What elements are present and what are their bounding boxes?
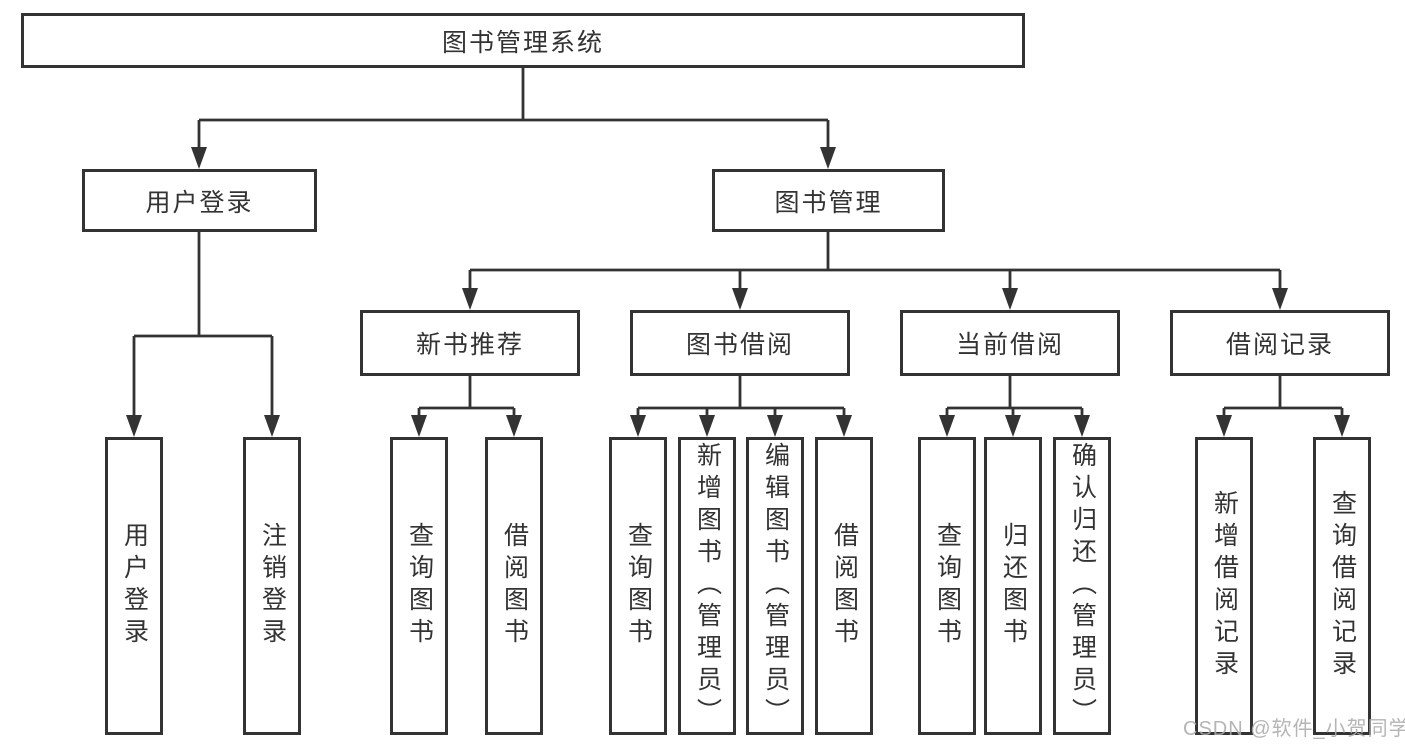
node-book-management: 图书管理 [712, 169, 945, 232]
node-leaf-confirm-return-admin: 确认归还（管理员） [1053, 437, 1111, 735]
node-leaf-edit-books-admin: 编辑图书（管理员） [746, 437, 804, 735]
node-label: 归还图书 [999, 522, 1028, 650]
node-leaf-search-books-2: 查询图书 [609, 437, 667, 735]
node-label: 编辑图书（管理员） [761, 442, 790, 730]
csdn-watermark: CSDN @软件_小贺同学 [1183, 718, 1405, 740]
node-leaf-borrow-books-2: 借阅图书 [815, 437, 873, 735]
node-leaf-search-borrow-record: 查询借阅记录 [1313, 437, 1371, 735]
node-label: 借阅图书 [830, 522, 859, 650]
node-new-book-recommendation: 新书推荐 [360, 310, 580, 376]
node-leaf-search-books-3: 查询图书 [918, 437, 976, 735]
node-leaf-add-borrow-record: 新增借阅记录 [1195, 437, 1253, 735]
node-borrowing-records: 借阅记录 [1170, 310, 1390, 376]
node-label: 查询借阅记录 [1328, 490, 1357, 682]
node-label: 图书管理 [774, 188, 883, 217]
arrowheads [126, 147, 1350, 437]
node-label: 新增图书（管理员） [693, 442, 722, 730]
node-library-management-system: 图书管理系统 [21, 13, 1025, 68]
node-leaf-search-books-1: 查询图书 [390, 437, 448, 735]
node-label: 查询图书 [405, 522, 434, 650]
node-book-borrowing: 图书借阅 [630, 310, 850, 376]
node-current-borrowing: 当前借阅 [900, 310, 1120, 376]
node-leaf-user-login: 用户登录 [105, 437, 163, 735]
node-label: 查询图书 [624, 522, 653, 650]
node-label: 借阅图书 [500, 522, 529, 650]
node-leaf-borrow-books-1: 借阅图书 [485, 437, 543, 735]
node-label: 用户登录 [145, 188, 254, 217]
node-leaf-logout: 注销登录 [243, 437, 301, 735]
connector-path [132, 68, 1344, 416]
node-label: 借阅记录 [1225, 331, 1334, 359]
node-label: 当前借阅 [955, 331, 1064, 359]
node-leaf-return-books: 归还图书 [984, 437, 1042, 735]
node-label: 注销登录 [258, 522, 287, 650]
node-user-login: 用户登录 [82, 169, 317, 232]
node-label: 用户登录 [120, 522, 149, 650]
node-leaf-add-books-admin: 新增图书（管理员） [678, 437, 736, 735]
node-label: 图书借阅 [685, 331, 794, 359]
node-label: 新书推荐 [415, 331, 524, 359]
node-label: 图书管理系统 [441, 28, 604, 57]
node-label: 确认归还（管理员） [1068, 442, 1097, 730]
node-label: 查询图书 [933, 522, 962, 650]
node-label: 新增借阅记录 [1210, 490, 1239, 682]
